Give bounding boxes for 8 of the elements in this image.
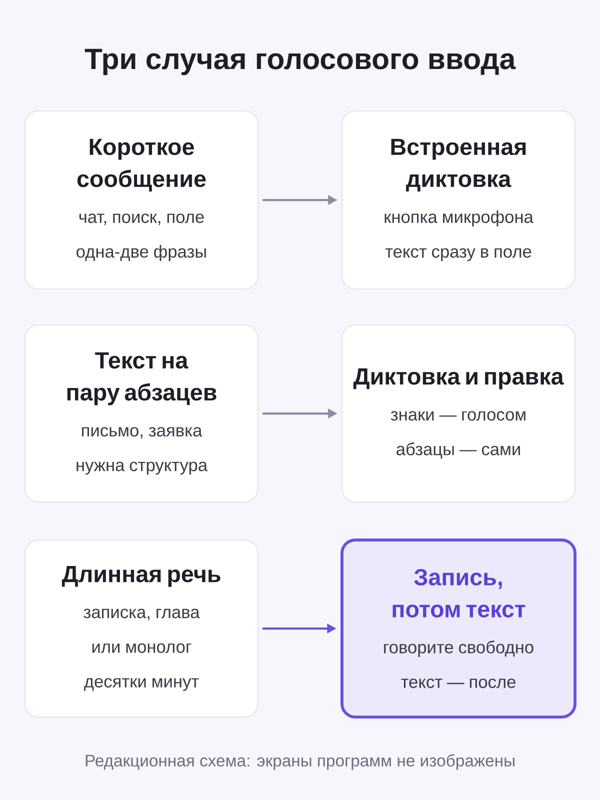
process-box: Встроенная диктовка кнопка микрофона текст сразу в поле: [341, 110, 576, 290]
footnote: Редакционная схема: экраны программ не изображены: [86, 754, 514, 770]
process-box: Текст на пару абзацев письмо, заявка нужна структура: [24, 324, 259, 503]
highlighted-box: Запись, потом текст говорите свободно текст — после: [340, 538, 576, 718]
process-box: Длинная речь записка, глава или монолог десятки минут: [24, 539, 259, 718]
title: Три случая голосового ввода: [84, 48, 516, 76]
process-box: Диктовка и правка знаки — голосом абзацы — сами: [341, 324, 576, 503]
process-box: Короткое сообщение чат, поиск, поле одна-две фразы: [24, 110, 259, 290]
